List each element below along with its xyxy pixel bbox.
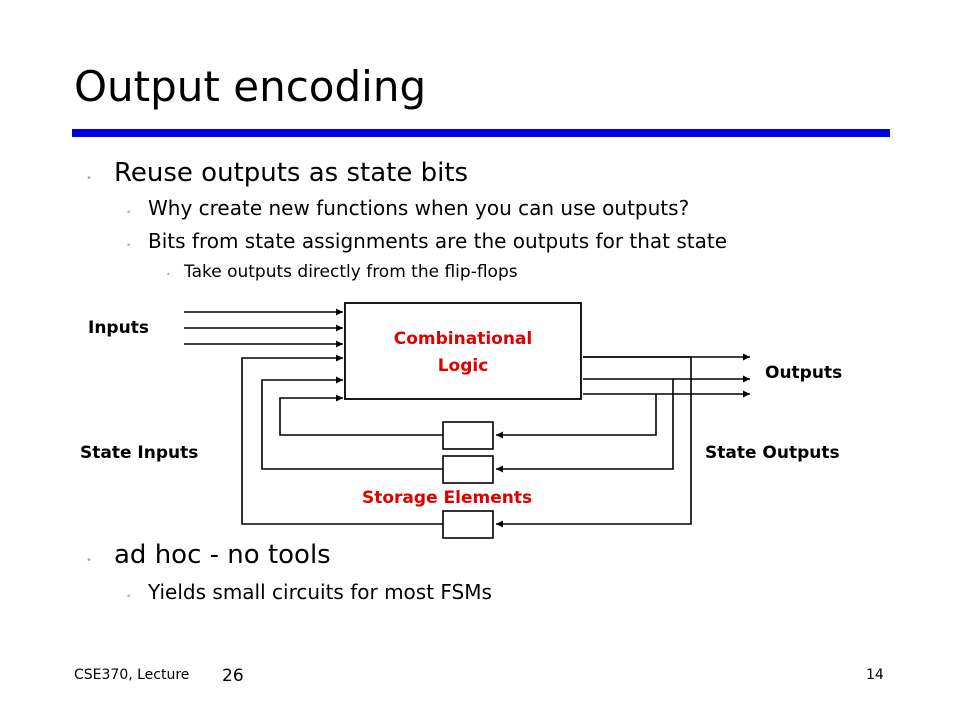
slide-title: Output encoding xyxy=(74,62,427,111)
outputs-label: Outputs xyxy=(765,363,843,383)
bullet-text: ad hoc - no tools xyxy=(114,540,331,570)
bullet-marker: • xyxy=(126,241,132,251)
bullet-marker: • xyxy=(126,592,132,602)
bullet-marker: • xyxy=(86,555,92,566)
bullet-marker: • xyxy=(86,173,92,184)
state-feedback-wire xyxy=(241,354,443,525)
logic-label-line2: Logic xyxy=(437,356,489,376)
bullet-text: Why create new functions when you can us… xyxy=(148,196,690,220)
bullet-marker: • xyxy=(166,270,171,279)
state-feedback-wire xyxy=(261,376,443,470)
state-feedback-wire xyxy=(279,394,443,436)
inputs-label: Inputs xyxy=(88,318,149,338)
storage-element xyxy=(442,510,494,539)
bullet-text: Yields small circuits for most FSMs xyxy=(148,580,492,604)
bullet-ad-hoc: • ad hoc - no tools xyxy=(86,540,331,570)
bullet-bits-from-state: • Bits from state assignments are the ou… xyxy=(126,229,727,253)
bullet-text: Reuse outputs as state bits xyxy=(114,158,469,188)
state-inputs-label: State Inputs xyxy=(80,443,199,463)
footer-lecture-number: 26 xyxy=(222,666,244,686)
bullet-text: Take outputs directly from the flip-flop… xyxy=(184,262,518,282)
storage-elements-label: Storage Elements xyxy=(362,488,533,508)
state-feedback-wire xyxy=(496,379,674,473)
combinational-logic-label: Combinational Logic xyxy=(345,326,581,380)
storage-element xyxy=(442,455,494,484)
footer-course: CSE370, Lecture xyxy=(74,667,190,683)
state-outputs-label: State Outputs xyxy=(705,443,840,463)
title-underline xyxy=(72,129,890,137)
storage-element xyxy=(442,421,494,450)
bullet-take-outputs: • Take outputs directly from the flip-fl… xyxy=(166,262,518,282)
bullet-reuse-outputs: • Reuse outputs as state bits xyxy=(86,158,468,188)
combinational-logic-block xyxy=(344,302,582,400)
state-feedback-wire xyxy=(496,394,657,439)
logic-label-line1: Combinational xyxy=(393,329,533,349)
footer-page-number: 14 xyxy=(866,667,884,683)
bullet-text: Bits from state assignments are the outp… xyxy=(148,229,728,253)
state-feedback-wire xyxy=(496,356,692,528)
bullet-marker: • xyxy=(126,208,132,218)
bullet-yields-small: • Yields small circuits for most FSMs xyxy=(126,580,492,604)
bullet-why-create: • Why create new functions when you can … xyxy=(126,196,689,220)
